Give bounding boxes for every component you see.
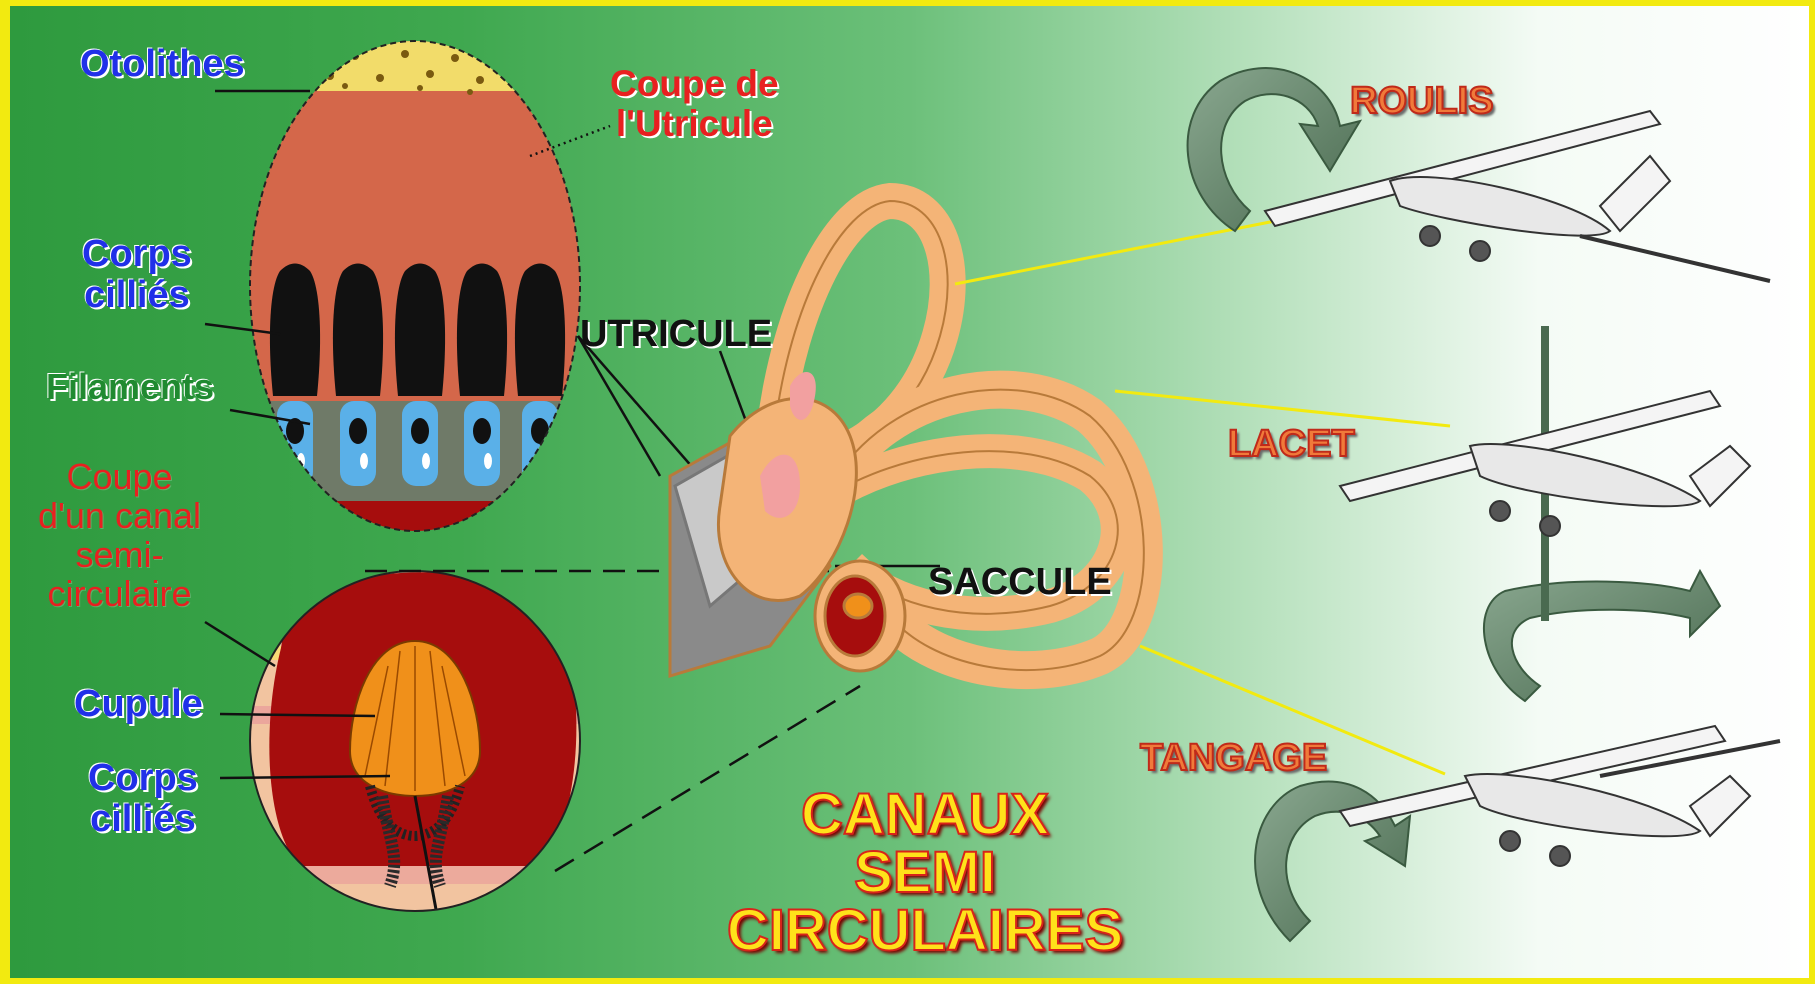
roulis-label: ROULIS (1350, 81, 1494, 122)
inner-ear (670, 201, 1144, 676)
utricle-section (240, 36, 590, 556)
corps-cillies-bottom-label: Corps cilliés (88, 758, 198, 840)
saccule-label: SACCULE (928, 562, 1112, 603)
tangage-label: TANGAGE (1140, 738, 1327, 779)
diagram-title: CANAUX SEMI CIRCULAIRES (715, 786, 1135, 960)
lacet-label: LACET (1228, 424, 1355, 465)
coupe-canal-label: Coupe d'un canal semi- circulaire (38, 458, 201, 614)
filaments-label: Filaments (46, 368, 214, 407)
coupe-utricule-label: Coupe de l'Utricule (610, 64, 779, 144)
canal-section (240, 566, 590, 931)
corps-cillies-top-label: Corps cilliés (82, 234, 192, 316)
otolithes-label: Otolithes (80, 44, 245, 85)
cupule-label: Cupule (74, 684, 203, 725)
airplane-lacet (1340, 326, 1750, 621)
utricule-label: UTRICULE (580, 314, 772, 355)
